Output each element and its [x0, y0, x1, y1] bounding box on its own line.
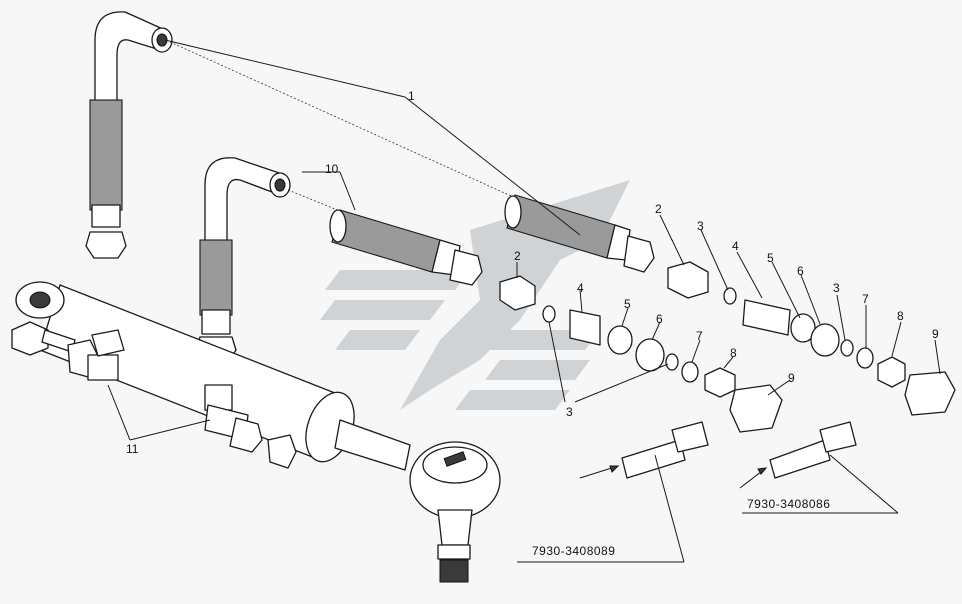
- callout-10: 10: [325, 162, 339, 176]
- dashed-guide-1: [169, 41, 521, 201]
- hose-1-upper: [85, 11, 173, 259]
- dashed-guide-10: [287, 189, 346, 214]
- ball-joint: [409, 441, 501, 583]
- hose-1-fitting: [504, 194, 655, 273]
- callout-5-right: 5: [767, 251, 774, 265]
- callout-2-right: 2: [655, 202, 662, 216]
- pipe-right: [739, 421, 857, 489]
- callout-7-center: 7: [696, 329, 703, 343]
- hose-10-upper: [195, 157, 291, 363]
- callout-4-right: 4: [732, 239, 739, 253]
- part-code-right: 7930-3408086: [747, 497, 830, 511]
- right-fittings: [667, 261, 956, 416]
- hose-10-fitting: [329, 209, 483, 286]
- callout-5-center: 5: [624, 297, 631, 311]
- callout-6-center: 6: [656, 312, 663, 326]
- callout-9-center: 9: [788, 371, 795, 385]
- fittings-11: [11, 321, 297, 469]
- callout-9-right: 9: [932, 327, 939, 341]
- callout-6-right: 6: [797, 264, 804, 278]
- power-cylinder: [15, 281, 411, 471]
- callout-11: 11: [126, 442, 139, 456]
- callout-3-right-b: 3: [833, 281, 840, 295]
- callout-8-right: 8: [897, 309, 904, 323]
- pipe-left: [579, 421, 709, 479]
- callout-1: 1: [408, 89, 415, 103]
- manufacturer-logo-watermark: [320, 180, 630, 410]
- leader-lines: [107, 39, 941, 563]
- callout-8-center: 8: [730, 346, 737, 360]
- center-fittings: [499, 275, 783, 433]
- part-code-left: 7930-3408089: [532, 544, 615, 558]
- callout-2-center: 2: [514, 249, 521, 263]
- callout-labels: 1 2 2 3 3 3 4 4 5 5 6 6 7 7 8 8 9 9 10 1…: [126, 89, 939, 456]
- callout-7-right: 7: [862, 292, 869, 306]
- callout-3-center: 3: [566, 405, 573, 419]
- callout-3-right-a: 3: [697, 219, 704, 233]
- callout-4-center: 4: [577, 281, 584, 295]
